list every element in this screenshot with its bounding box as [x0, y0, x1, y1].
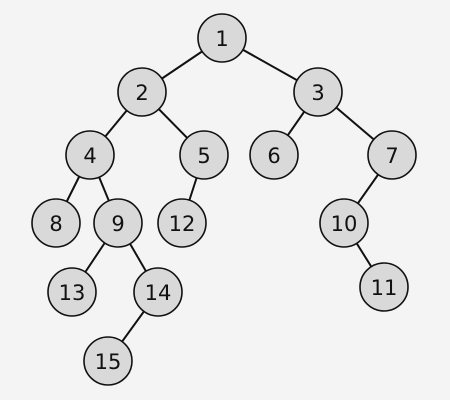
node-circle [367, 130, 417, 180]
node-circle [197, 13, 247, 63]
tree-node-6: 6 [249, 130, 299, 180]
node-circle [133, 267, 183, 317]
tree-node-3: 3 [293, 67, 343, 117]
node-label: 12 [169, 212, 196, 236]
tree-node-2: 2 [117, 67, 167, 117]
tree-node-11: 11 [359, 262, 409, 312]
node-circle [179, 130, 229, 180]
node-label: 5 [197, 144, 210, 168]
tree-node-8: 8 [31, 198, 81, 248]
node-label: 1 [215, 27, 228, 51]
node-label: 8 [49, 212, 62, 236]
tree-node-4: 4 [65, 130, 115, 180]
node-circle [83, 336, 133, 386]
tree-node-13: 13 [47, 267, 97, 317]
node-circle [31, 198, 81, 248]
node-circle [319, 198, 369, 248]
node-label: 3 [311, 81, 324, 105]
node-circle [93, 198, 143, 248]
node-label: 11 [371, 276, 398, 300]
tree-node-12: 12 [157, 198, 207, 248]
node-label: 6 [267, 144, 280, 168]
tree-node-14: 14 [133, 267, 183, 317]
node-label: 2 [135, 81, 148, 105]
tree-node-9: 9 [93, 198, 143, 248]
node-circle [359, 262, 409, 312]
node-circle [117, 67, 167, 117]
node-circle [249, 130, 299, 180]
node-circle [157, 198, 207, 248]
tree-node-1: 1 [197, 13, 247, 63]
tree-node-10: 10 [319, 198, 369, 248]
tree-node-15: 15 [83, 336, 133, 386]
tree-node-7: 7 [367, 130, 417, 180]
tree-node-5: 5 [179, 130, 229, 180]
node-circle [293, 67, 343, 117]
node-label: 9 [111, 212, 124, 236]
node-label: 10 [331, 212, 358, 236]
node-circle [47, 267, 97, 317]
node-label: 7 [385, 144, 398, 168]
node-circle [65, 130, 115, 180]
node-label: 13 [59, 281, 86, 305]
node-label: 15 [95, 350, 122, 374]
node-label: 4 [83, 144, 96, 168]
node-label: 14 [145, 281, 172, 305]
